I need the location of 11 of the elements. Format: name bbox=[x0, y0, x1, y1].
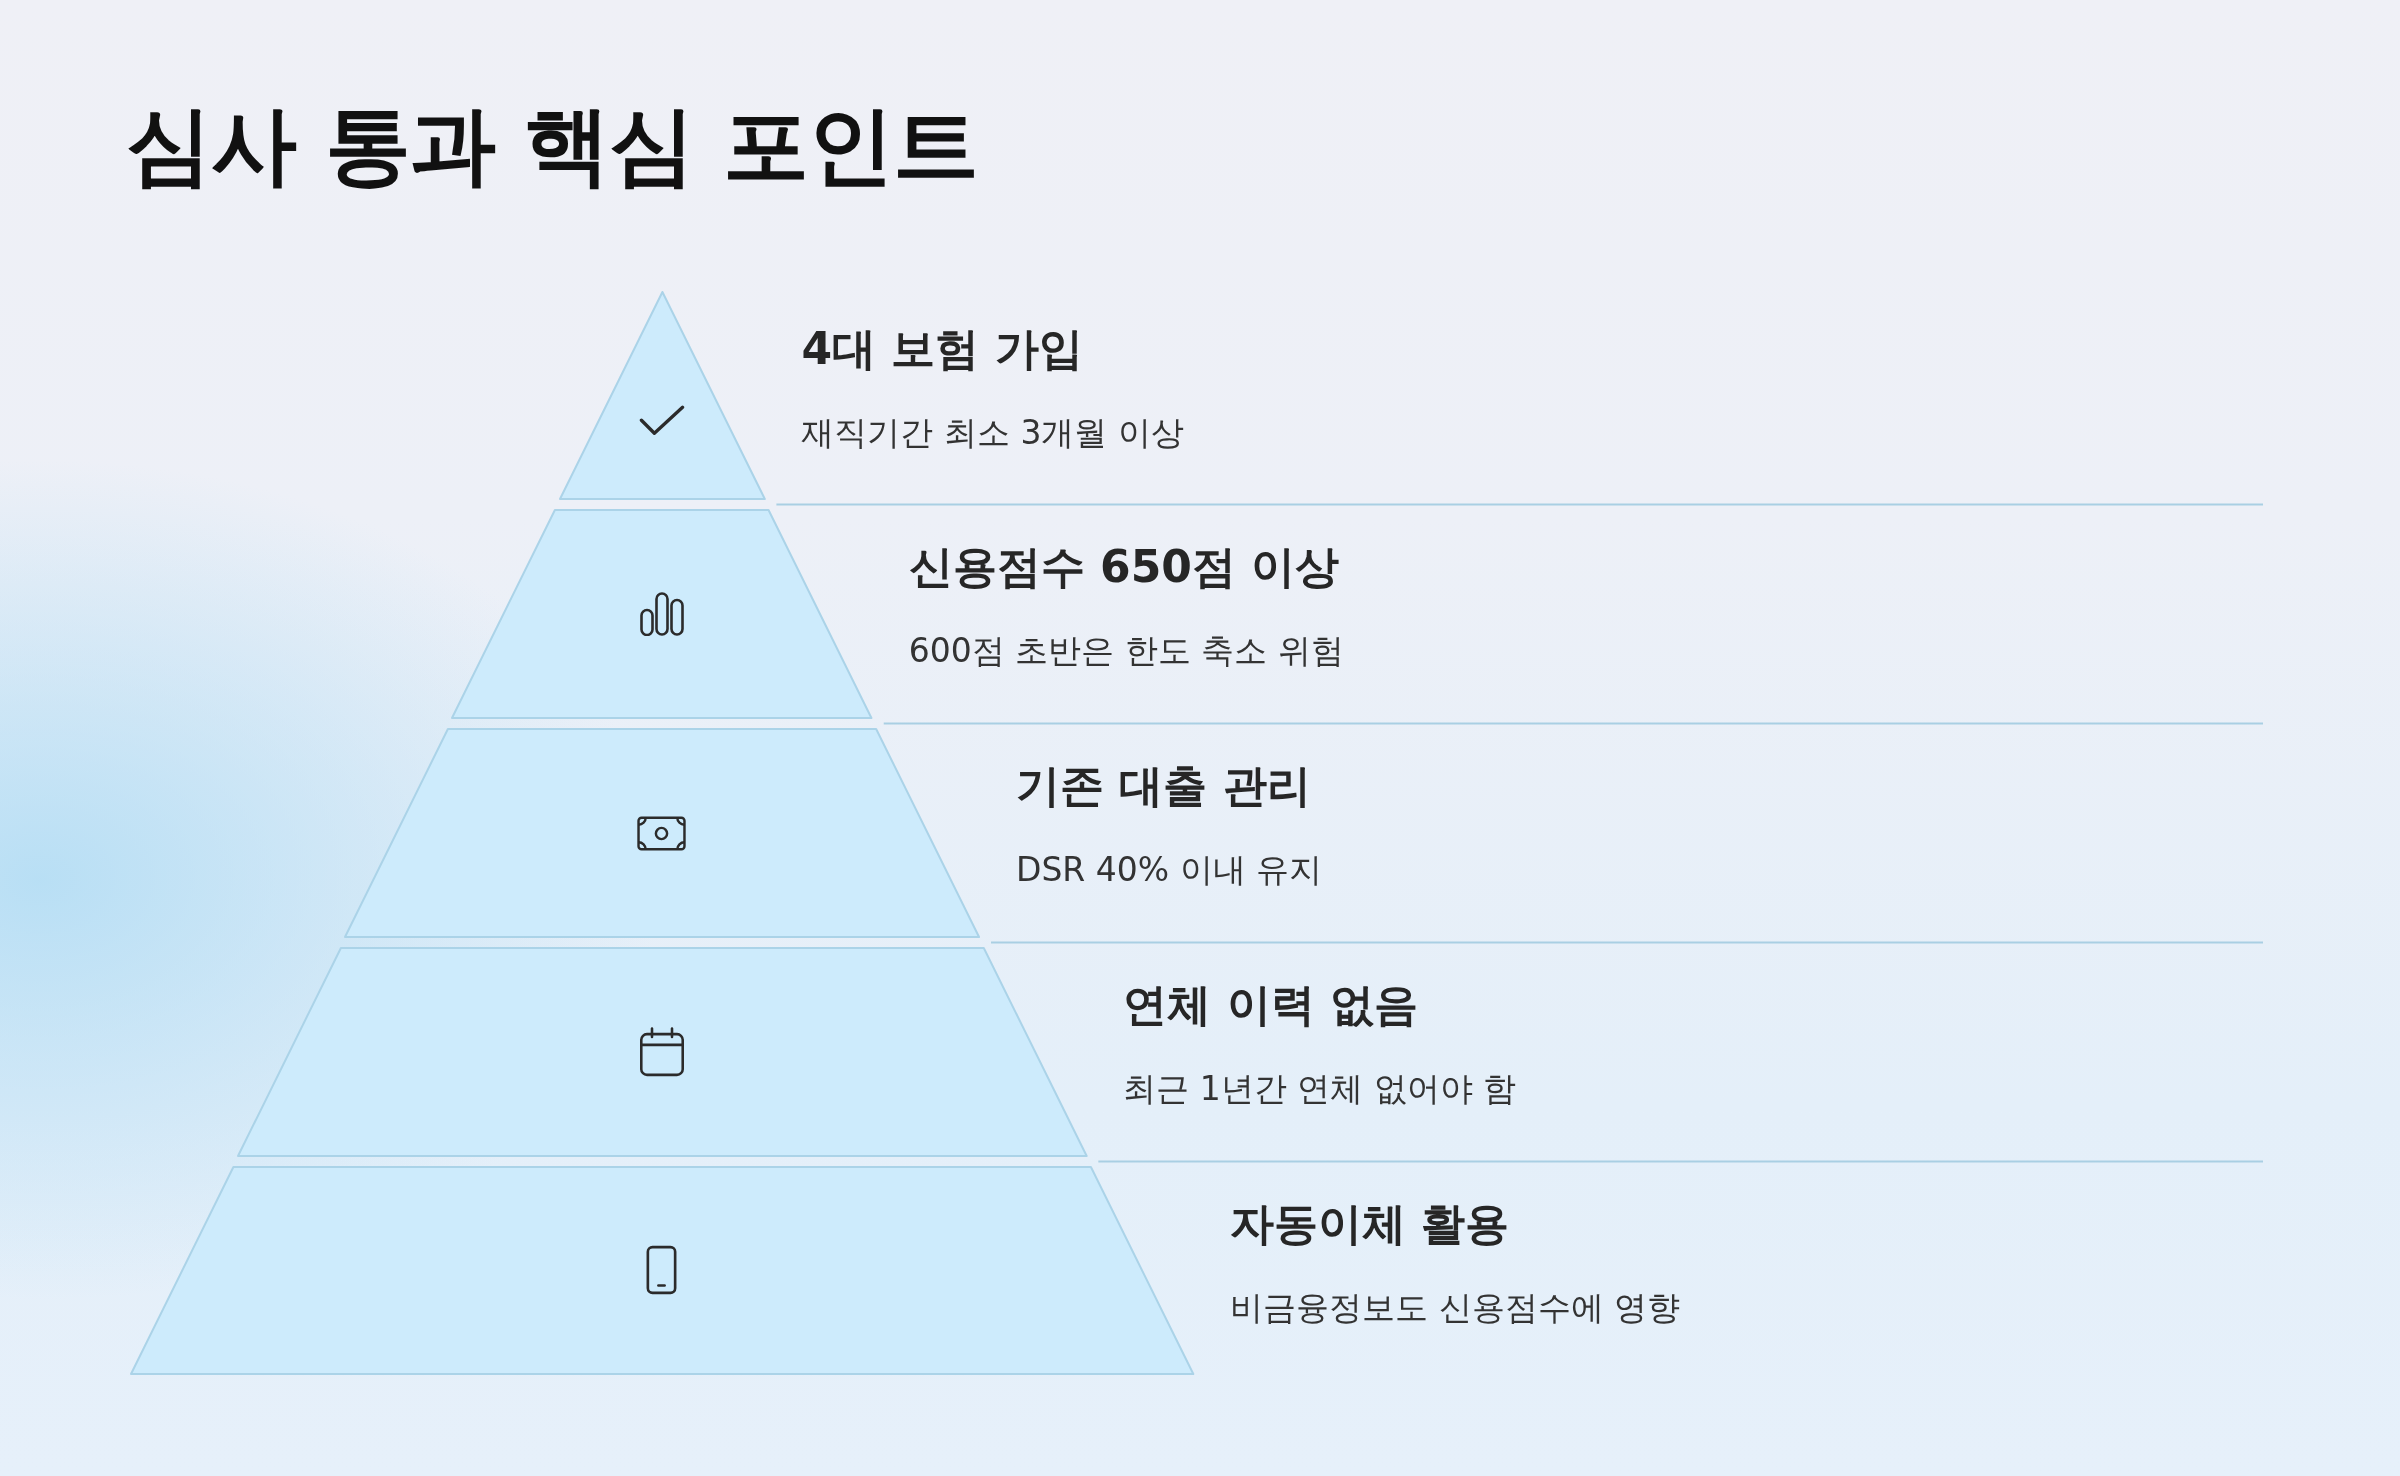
tier-heading: 자동이체 활용 bbox=[1230, 1197, 1510, 1251]
tier-description: 재직기간 최소 3개월 이상 bbox=[801, 412, 1184, 453]
tier-heading: 기존 대출 관리 bbox=[1016, 760, 1311, 813]
tier-description: 최근 1년간 연체 없어야 함 bbox=[1123, 1069, 1517, 1109]
diagram-title: 심사 통과 핵심 포인트 bbox=[126, 96, 978, 195]
tier-heading: 4대 보험 가입 bbox=[801, 322, 1083, 376]
tier-heading: 신용점수 650점 이상 bbox=[908, 541, 1340, 594]
tier-description: 600점 초반은 한도 축소 위험 bbox=[908, 631, 1344, 671]
tier-description: DSR 40% 이내 유지 bbox=[1016, 850, 1323, 890]
tier-heading: 연체 이력 없음 bbox=[1123, 979, 1418, 1032]
tier-description: 비금융정보도 신용점수에 영향 bbox=[1230, 1287, 1681, 1328]
